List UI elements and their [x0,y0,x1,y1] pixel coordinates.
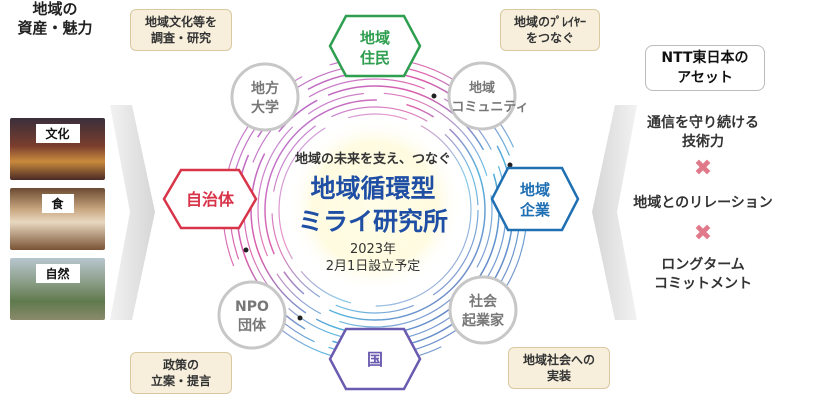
circle-entrepreneurs [450,277,516,343]
right-title-line2: アセット [646,68,764,88]
food-label: 食 [41,194,73,213]
circle-community [449,63,515,129]
center-tagline: 地域の未来を支え、つなぐ [295,151,451,167]
center-date-line1: 2023年 [350,242,396,257]
asset-relationship: 地域とのリレーション [608,194,798,213]
right-title-line1: NTT東日本の [646,48,764,68]
circle-npo [219,282,285,348]
hex-companies-line1: 地域 [520,181,550,199]
ecosystem-diagram: 地域 住民 自治体 地域 企業 国 地方 大学 地域 コミュニティ NPO 団体… [150,0,600,420]
circle-university [232,64,298,130]
asset-technology-line2: 技術力 [623,133,783,152]
hexagon-companies [492,168,578,230]
circle-university-line1: 地方 [251,80,279,97]
circle-community-line2: コミュニティ [451,100,528,115]
asset-relationship-text: 地域とのリレーション [608,194,798,213]
nature-label: 自然 [35,264,79,283]
asset-technology: 通信を守り続ける 技術力 [623,114,783,152]
hex-companies-line2: 企業 [519,201,551,219]
culture-label: 文化 [35,124,79,143]
center-name-line1: 地域循環型 [310,174,435,203]
center-name-line2: ミライ研究所 [298,207,448,236]
circle-npo-line1: NPO [235,299,269,315]
cross-icon: ✖ [688,156,718,181]
circle-entrepreneurs-line2: 起業家 [461,312,505,329]
center-date-line2: 2月1日設立予定 [326,258,421,274]
circle-entrepreneurs-line1: 社会 [468,293,498,310]
hex-residents-line1: 地域 [360,29,390,47]
asset-commitment-line2: コミットメント [623,275,783,294]
left-title-line1: 地域の [0,0,110,19]
asset-commitment: ロングターム コミットメント [623,256,783,294]
culture-image: 文化 [10,118,105,180]
left-panel-title: 地域の 資産・魅力 [0,0,110,38]
right-panel-title: NTT東日本の アセット [645,45,765,91]
circle-npo-line2: 団体 [238,317,267,334]
nature-image: 自然 [10,258,105,320]
left-arrow-chevron [110,105,155,320]
hex-municipality-label: 自治体 [186,190,235,209]
left-title-line2: 資産・魅力 [0,19,110,38]
cross-icon: ✖ [688,221,718,246]
hex-residents-line2: 住民 [360,49,390,67]
asset-commitment-line1: ロングターム [623,256,783,275]
food-image: 食 [10,188,105,250]
circle-university-line2: 大学 [251,99,279,116]
hex-nation-label: 国 [367,350,383,369]
asset-technology-line1: 通信を守り続ける [623,114,783,133]
circle-community-line1: 地域 [469,80,495,96]
